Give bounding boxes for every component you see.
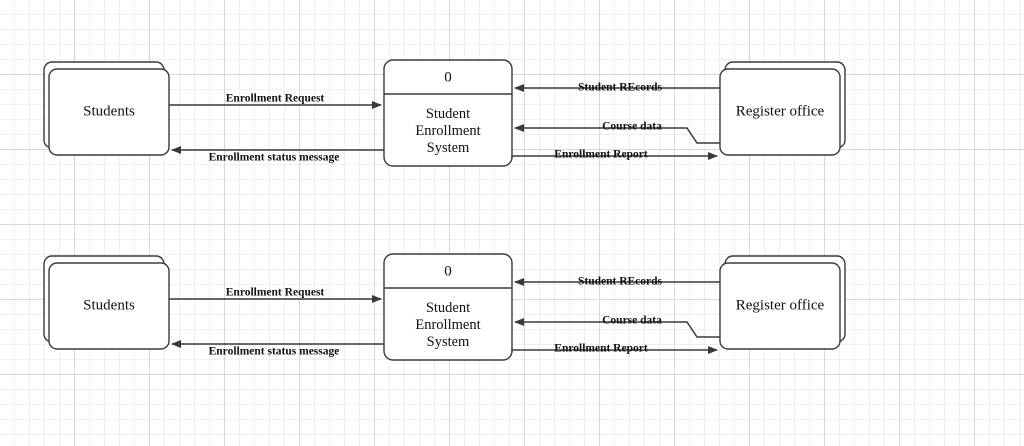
flow-course-data-line (514, 124, 720, 144)
flow-student-records[interactable]: Student REcords (514, 82, 720, 94)
entity-register-office-front-layer (719, 262, 841, 350)
entity-register-office-label: Register office (736, 103, 825, 119)
process-name-line-2: Enrollment (415, 123, 480, 139)
entity-register-office-label: Register office (736, 297, 825, 313)
process-student-enrollment-system[interactable]: 0 Student Enrollment System (383, 253, 513, 361)
flow-course-data[interactable]: Course data (514, 315, 720, 338)
entity-students[interactable]: Students (43, 255, 170, 350)
entity-students-label: Students (83, 103, 135, 119)
entity-students-front-layer (48, 68, 170, 156)
flow-student-records[interactable]: Student REcords (514, 276, 720, 288)
flow-enrollment-request[interactable]: Enrollment Request (169, 287, 382, 303)
flow-course-data-label: Course data (602, 315, 662, 327)
flow-student-records-label: Student REcords (578, 276, 663, 288)
process-name-line-3: System (427, 334, 470, 350)
flow-enrollment-status-message[interactable]: Enrollment status message (171, 146, 384, 164)
flow-enrollment-status-message-label: Enrollment status message (209, 346, 340, 358)
flow-enrollment-report-line (511, 346, 718, 354)
entity-register-office-front-layer (719, 68, 841, 156)
flow-course-data-label: Course data (602, 121, 662, 133)
entity-register-office[interactable]: Register office (719, 61, 846, 156)
entity-register-office[interactable]: Register office (719, 255, 846, 350)
flow-enrollment-report-line (511, 152, 718, 160)
flow-enrollment-report-label: Enrollment Report (554, 343, 648, 355)
flow-enrollment-request-label: Enrollment Request (226, 93, 325, 105)
process-number: 0 (444, 69, 452, 85)
diagram-copy-1: Students Register office 0 Student Enrol… (43, 59, 846, 167)
diagram-copy-2: Students Register office 0 Student Enrol… (43, 253, 846, 361)
flow-course-data[interactable]: Course data (514, 121, 720, 144)
flow-enrollment-request[interactable]: Enrollment Request (169, 93, 382, 109)
process-name-line-2: Enrollment (415, 317, 480, 333)
process-box (383, 253, 513, 361)
flow-enrollment-report[interactable]: Enrollment Report (511, 343, 718, 355)
flow-student-records-label: Student REcords (578, 82, 663, 94)
flow-enrollment-status-message-label: Enrollment status message (209, 152, 340, 164)
process-box (383, 59, 513, 167)
entity-students-front-layer (48, 262, 170, 350)
flow-enrollment-report[interactable]: Enrollment Report (511, 149, 718, 161)
flow-enrollment-status-message[interactable]: Enrollment status message (171, 340, 384, 358)
flow-enrollment-report-label: Enrollment Report (554, 149, 648, 161)
entity-students-label: Students (83, 297, 135, 313)
process-number: 0 (444, 263, 452, 279)
process-student-enrollment-system[interactable]: 0 Student Enrollment System (383, 59, 513, 167)
flow-enrollment-request-label: Enrollment Request (226, 287, 325, 299)
entity-students[interactable]: Students (43, 61, 170, 156)
process-name-line-3: System (427, 140, 470, 156)
flow-course-data-line (514, 318, 720, 338)
process-name-line-1: Student (426, 106, 470, 122)
process-name-line-1: Student (426, 300, 470, 316)
